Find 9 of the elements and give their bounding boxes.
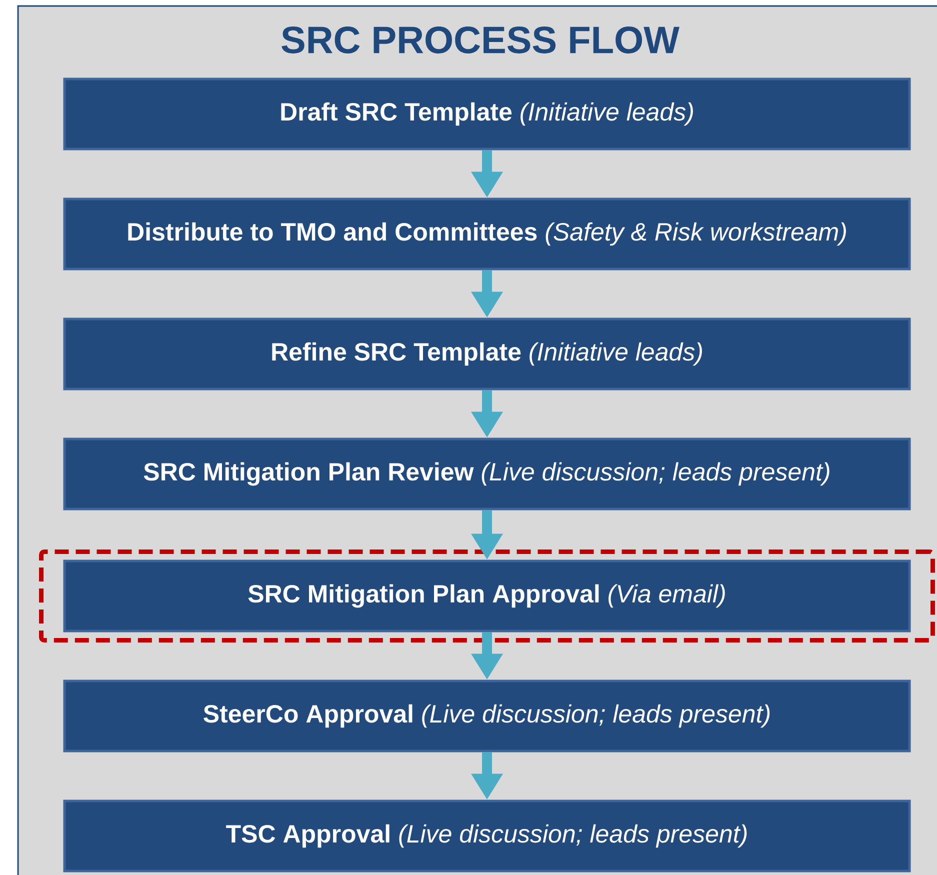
- process-box: SteerCo Approval (Live discussion; leads present): [63, 680, 911, 752]
- process-box: TSC Approval (Live discussion; leads present): [63, 800, 911, 872]
- title: SRC PROCESS FLOW: [282, 26, 680, 54]
- process-box: SRC Mitigation Plan Approval (Via email): [63, 560, 911, 632]
- process-box: Draft SRC Template (Initiative leads): [63, 78, 911, 150]
- process-box: SRC Mitigation Plan Review (Live discussion; leads present): [63, 438, 911, 510]
- process-box: Refine SRC Template (Initiative leads): [63, 318, 911, 390]
- process-box: Distribute to TMO and Committees (Safety & Risk workstream): [63, 198, 911, 270]
- highlight-box: [39, 549, 935, 642]
